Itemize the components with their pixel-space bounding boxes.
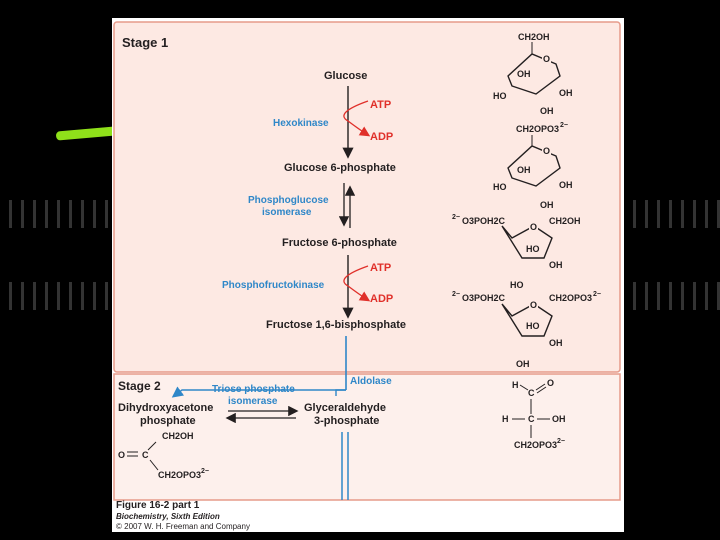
hexokinase-label: Hexokinase <box>273 118 329 129</box>
svg-text:OH: OH <box>516 359 530 369</box>
svg-text:2−: 2− <box>557 438 565 445</box>
svg-text:CH2OH: CH2OH <box>162 431 194 441</box>
svg-text:O: O <box>530 300 537 310</box>
svg-text:O: O <box>118 450 125 460</box>
svg-text:O: O <box>543 54 550 64</box>
gap-label-1: Glyceraldehyde <box>304 402 386 414</box>
atp-label-1: ATP <box>370 99 391 111</box>
aldolase-label: Aldolase <box>350 376 392 387</box>
svg-text:CH2OH: CH2OH <box>518 32 550 42</box>
stage1-panel <box>113 21 621 373</box>
svg-text:O: O <box>547 378 554 388</box>
svg-text:CH2OH: CH2OH <box>549 216 581 226</box>
svg-text:HO: HO <box>510 280 524 290</box>
aldolase-to-dhap-arrow <box>171 386 346 398</box>
tpi-label-1: Triose phosphate <box>212 384 295 395</box>
svg-text:HO: HO <box>493 91 507 101</box>
adp-label-1: ADP <box>370 131 393 143</box>
svg-text:CH2OPO3: CH2OPO3 <box>514 440 557 450</box>
pgi-label-2: isomerase <box>262 207 312 218</box>
g6p-label: Glucose 6-phosphate <box>284 162 396 174</box>
atp-adp-curve-1 <box>343 100 371 137</box>
stage2-panel <box>113 373 621 501</box>
pfk-label: Phosphofructokinase <box>222 280 325 291</box>
svg-text:OH: OH <box>549 338 563 348</box>
svg-text:2−: 2− <box>201 468 209 475</box>
atp-adp-curve-2 <box>343 265 371 302</box>
svg-text:HO: HO <box>526 321 540 331</box>
svg-text:O: O <box>530 222 537 232</box>
svg-text:HO: HO <box>493 182 507 192</box>
svg-text:H: H <box>502 414 509 424</box>
svg-text:O: O <box>543 146 550 156</box>
svg-text:OH: OH <box>559 88 573 98</box>
svg-text:C: C <box>528 414 535 424</box>
continue-arrow-line <box>341 432 349 500</box>
gap-structure: H C O H C OH CH2OPO3 2− <box>502 378 566 450</box>
f6p-structure: 2− O3POH2C CH2OH O HO OH HO <box>452 214 581 290</box>
book-caption: Biochemistry, Sixth Edition <box>116 512 220 521</box>
svg-text:2−: 2− <box>560 122 568 129</box>
svg-text:OH: OH <box>517 69 531 79</box>
svg-text:C: C <box>142 450 149 460</box>
pgi-label-1: Phosphoglucose <box>248 195 329 206</box>
glucose-label: Glucose <box>324 70 367 82</box>
f16bp-structure: 2− O3POH2C CH2OPO3 2− O HO OH OH <box>452 291 601 369</box>
svg-text:OH: OH <box>552 414 566 424</box>
f6p-label: Fructose 6-phosphate <box>282 237 397 249</box>
stage2-label: Stage 2 <box>118 379 161 393</box>
gap-label-2: 3-phosphate <box>314 415 379 427</box>
svg-text:O3POH2C: O3POH2C <box>462 293 506 303</box>
stage1-label: Stage 1 <box>122 35 168 50</box>
f16bp-label: Fructose 1,6-bisphosphate <box>266 319 406 331</box>
g6p-structure: CH2OPO3 2− O OH OH HO OH <box>493 122 573 210</box>
svg-text:CH2OPO3: CH2OPO3 <box>549 293 592 303</box>
svg-text:C: C <box>528 388 535 398</box>
adp-label-2: ADP <box>370 293 393 305</box>
glycolysis-diagram: Stage 1 Stage 2 Glucose ATP ADP Hexokina… <box>113 21 621 531</box>
figure-caption: Figure 16-2 part 1 <box>116 500 200 511</box>
atp-label-2: ATP <box>370 262 391 274</box>
svg-text:O3POH2C: O3POH2C <box>462 216 506 226</box>
dhap-structure: CH2OH O C CH2OPO3 2− <box>118 431 209 480</box>
svg-text:2−: 2− <box>593 291 601 298</box>
glycolysis-figure: Stage 1 Stage 2 Glucose ATP ADP Hexokina… <box>112 18 624 532</box>
svg-text:H: H <box>512 380 519 390</box>
svg-text:OH: OH <box>540 106 554 116</box>
dhap-label-2: phosphate <box>140 415 196 427</box>
svg-text:2−: 2− <box>452 291 460 298</box>
svg-text:HO: HO <box>526 244 540 254</box>
svg-text:OH: OH <box>559 180 573 190</box>
svg-text:CH2OPO3: CH2OPO3 <box>158 470 201 480</box>
copyright-caption: © 2007 W. H. Freeman and Company <box>116 522 250 531</box>
svg-text:CH2OPO3: CH2OPO3 <box>516 124 559 134</box>
svg-text:2−: 2− <box>452 214 460 221</box>
tpi-label-2: isomerase <box>228 396 278 407</box>
green-highlighter-mark <box>55 126 117 141</box>
dhap-label-1: Dihydroxyacetone <box>118 402 213 414</box>
svg-text:OH: OH <box>540 200 554 210</box>
svg-text:OH: OH <box>549 260 563 270</box>
glucose-structure: CH2OH O OH OH HO OH <box>493 32 573 116</box>
svg-text:OH: OH <box>517 165 531 175</box>
aldolase-to-gap-arrow <box>335 389 346 396</box>
